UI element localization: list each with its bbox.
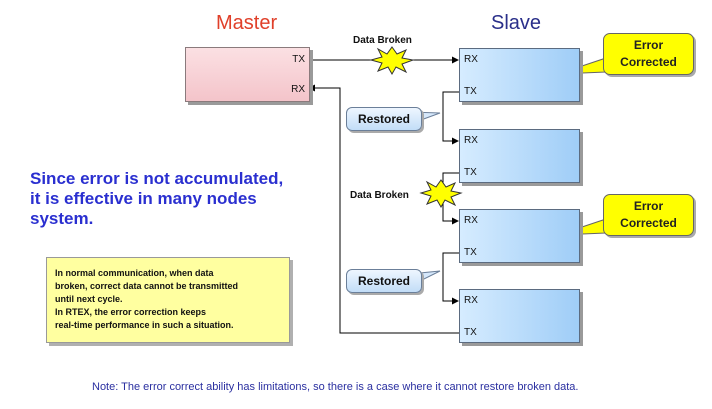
data-broken-burst-2 [419,179,463,209]
callout2-line1: Error [633,199,664,213]
slave4-rx-port: RX [464,295,478,306]
link-slave4-master [308,84,459,334]
error-corrected-callout-1: Error Corrected [603,33,694,75]
slave1-tx-port: TX [464,86,477,97]
note-line: In normal communication, when data [55,268,214,278]
slave1-rx-port: RX [464,54,478,65]
master-heading: Master [216,12,278,34]
data-broken-burst-1 [369,46,415,76]
data-broken-label-1: Data Broken [353,35,412,46]
master-node: TX RX [185,47,310,102]
restored-label-2: Restored [346,269,422,293]
slave-node-1: RX TX [459,48,580,102]
main-statement-line: Since error is not accumulated, [30,169,284,188]
error-corrected-callout-2: Error Corrected [603,194,694,236]
slave-node-2: RX TX [459,129,580,183]
slave-node-4: RX TX [459,289,580,343]
slave-heading: Slave [491,12,542,34]
footer-note: Note: The error correct ability has limi… [92,381,579,393]
master-tx-port: TX [292,54,305,65]
link-slave1-slave2 [442,91,459,145]
callout1-line2: Corrected [620,55,677,69]
main-statement: Since error is not accumulated, it is ef… [30,169,315,229]
slave2-tx-port: TX [464,167,477,178]
callout1-line1: Error [633,38,664,52]
callout2-line2: Corrected [620,216,677,230]
data-broken-label-2: Data Broken [350,190,409,201]
main-statement-line: system. [30,209,94,228]
slave4-tx-port: TX [464,327,477,338]
note-line: real-time performance in such a situatio… [55,320,234,330]
master-rx-port: RX [291,84,305,95]
link-slave3-slave4 [442,252,459,305]
slave-node-3: RX TX [459,209,580,263]
note-line: broken, correct data cannot be transmitt… [55,281,239,291]
main-statement-line: it is effective in many nodes [30,189,257,208]
restored-label-1: Restored [346,107,422,131]
explanation-note: In normal communication, when data broke… [46,257,290,343]
note-line: In RTEX, the error correction keeps [55,307,207,317]
slave2-rx-port: RX [464,135,478,146]
slave3-rx-port: RX [464,215,478,226]
slave3-tx-port: TX [464,247,477,258]
note-line: until next cycle. [55,294,123,304]
